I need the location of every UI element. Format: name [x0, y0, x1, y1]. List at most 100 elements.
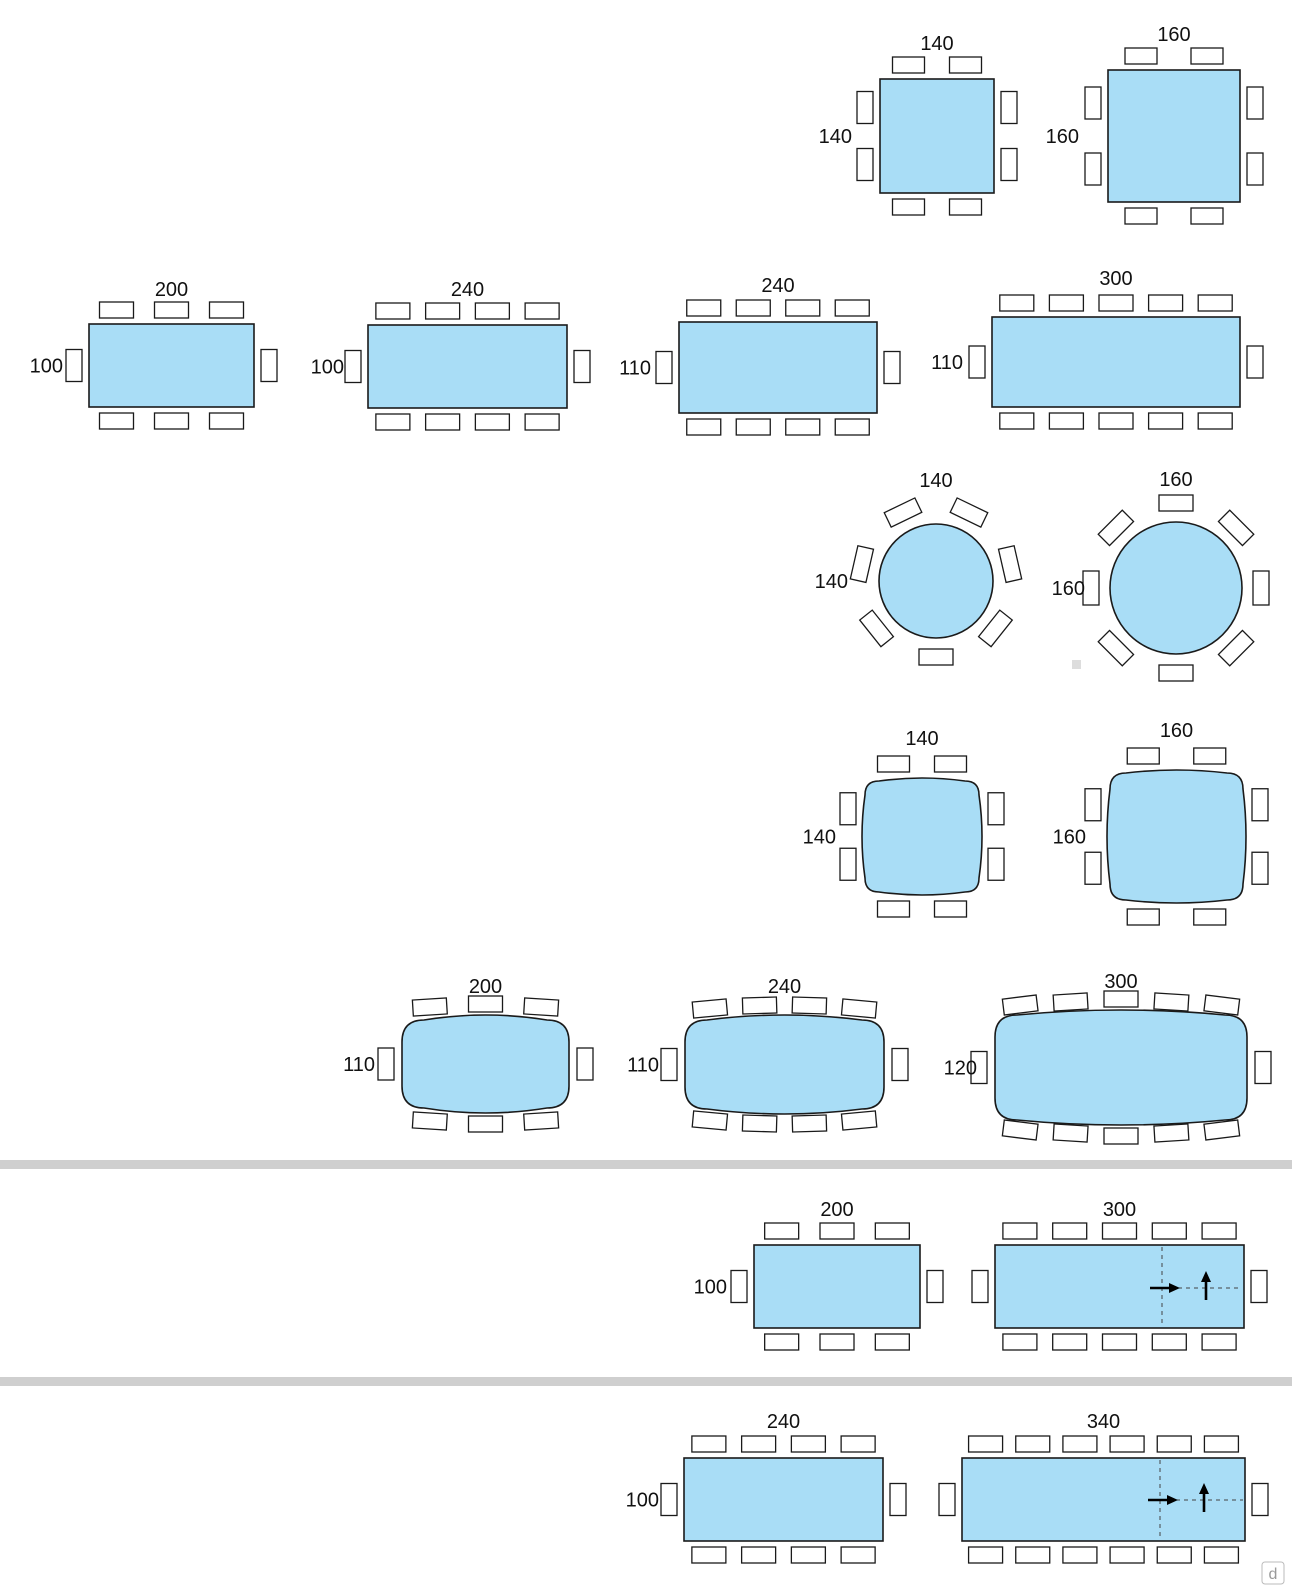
width-label: 200 — [820, 1199, 853, 1221]
chair — [819, 1333, 855, 1351]
chair — [1124, 207, 1158, 225]
depth-label: 100 — [694, 1277, 727, 1299]
chair — [999, 412, 1035, 430]
chair — [891, 198, 926, 216]
chair — [1203, 1546, 1240, 1564]
depth-label: 110 — [931, 352, 963, 374]
chair — [1084, 86, 1102, 120]
chair — [918, 648, 954, 666]
chair — [1052, 992, 1089, 1012]
chair — [1084, 152, 1102, 186]
chair — [1156, 1546, 1192, 1564]
chair — [987, 847, 1005, 881]
chair — [1250, 1269, 1268, 1304]
chair — [1001, 1119, 1039, 1141]
chair — [1062, 1435, 1098, 1453]
chair — [98, 301, 135, 319]
chair — [208, 301, 245, 319]
arrow-up-head — [1199, 1483, 1209, 1494]
chair — [98, 412, 135, 430]
chair — [1197, 294, 1233, 312]
chair — [524, 302, 560, 320]
chair — [1109, 1435, 1145, 1453]
table-top — [994, 1244, 1245, 1329]
chair — [1251, 851, 1269, 885]
chair — [1252, 570, 1270, 606]
chair — [1082, 570, 1100, 606]
chair — [1251, 1482, 1269, 1517]
chair — [1251, 788, 1269, 822]
width-label: 300 — [1099, 268, 1132, 290]
depth-label: 120 — [944, 1058, 977, 1080]
table-top — [684, 1014, 885, 1115]
chair — [523, 997, 560, 1017]
width-label: 240 — [761, 275, 794, 297]
table-top — [88, 323, 255, 408]
table-top — [961, 1457, 1246, 1542]
chair — [1109, 1546, 1145, 1564]
chair — [735, 418, 771, 436]
chair — [968, 345, 986, 379]
chair — [1015, 1435, 1051, 1453]
depth-label: 160 — [1053, 827, 1086, 849]
chair — [764, 1222, 800, 1240]
chair — [1101, 1222, 1138, 1240]
chair — [344, 349, 362, 384]
chair — [1124, 47, 1158, 65]
arrow-right-head — [1167, 1495, 1178, 1505]
chair — [839, 847, 857, 881]
chair — [1084, 788, 1102, 822]
chair — [876, 900, 911, 918]
width-label: 240 — [768, 976, 801, 998]
chair — [1002, 1333, 1038, 1351]
chair — [467, 995, 504, 1013]
chair — [1147, 294, 1184, 312]
chair — [858, 609, 895, 648]
chair — [977, 609, 1014, 648]
chair — [377, 1047, 395, 1081]
table-top — [678, 321, 878, 414]
table-top — [367, 324, 568, 409]
depth-label: 160 — [1052, 578, 1085, 600]
chair — [1015, 1546, 1051, 1564]
chair — [948, 56, 983, 74]
depth-label: 160 — [1046, 126, 1079, 148]
chair — [411, 1111, 448, 1131]
chair — [933, 755, 968, 773]
chair — [891, 56, 926, 74]
table-rect-240x110: 240 110 — [619, 275, 901, 436]
table-top — [861, 777, 983, 896]
chair — [741, 1114, 778, 1133]
width-label: 340 — [1087, 1411, 1120, 1433]
depth-label: 110 — [343, 1054, 375, 1076]
depth-label: 140 — [815, 571, 848, 593]
chair — [730, 1269, 748, 1304]
width-label: 200 — [155, 279, 188, 301]
chair — [375, 413, 411, 431]
chair — [1201, 1222, 1237, 1240]
chair — [735, 299, 771, 317]
width-label: 140 — [905, 728, 938, 750]
table-top — [1106, 769, 1247, 904]
chair — [1217, 509, 1255, 547]
chair — [1190, 207, 1224, 225]
chair — [1193, 908, 1227, 926]
chair — [1147, 412, 1184, 430]
table-top — [401, 1014, 570, 1114]
watermark-logo: d — [1269, 1566, 1278, 1583]
chair — [1203, 1435, 1240, 1453]
depth-label: 110 — [619, 358, 651, 380]
chair — [933, 900, 968, 918]
chair — [987, 792, 1005, 826]
chair — [840, 1110, 878, 1131]
chair — [849, 544, 875, 584]
chair — [967, 1546, 1004, 1564]
chair — [1101, 1333, 1138, 1351]
